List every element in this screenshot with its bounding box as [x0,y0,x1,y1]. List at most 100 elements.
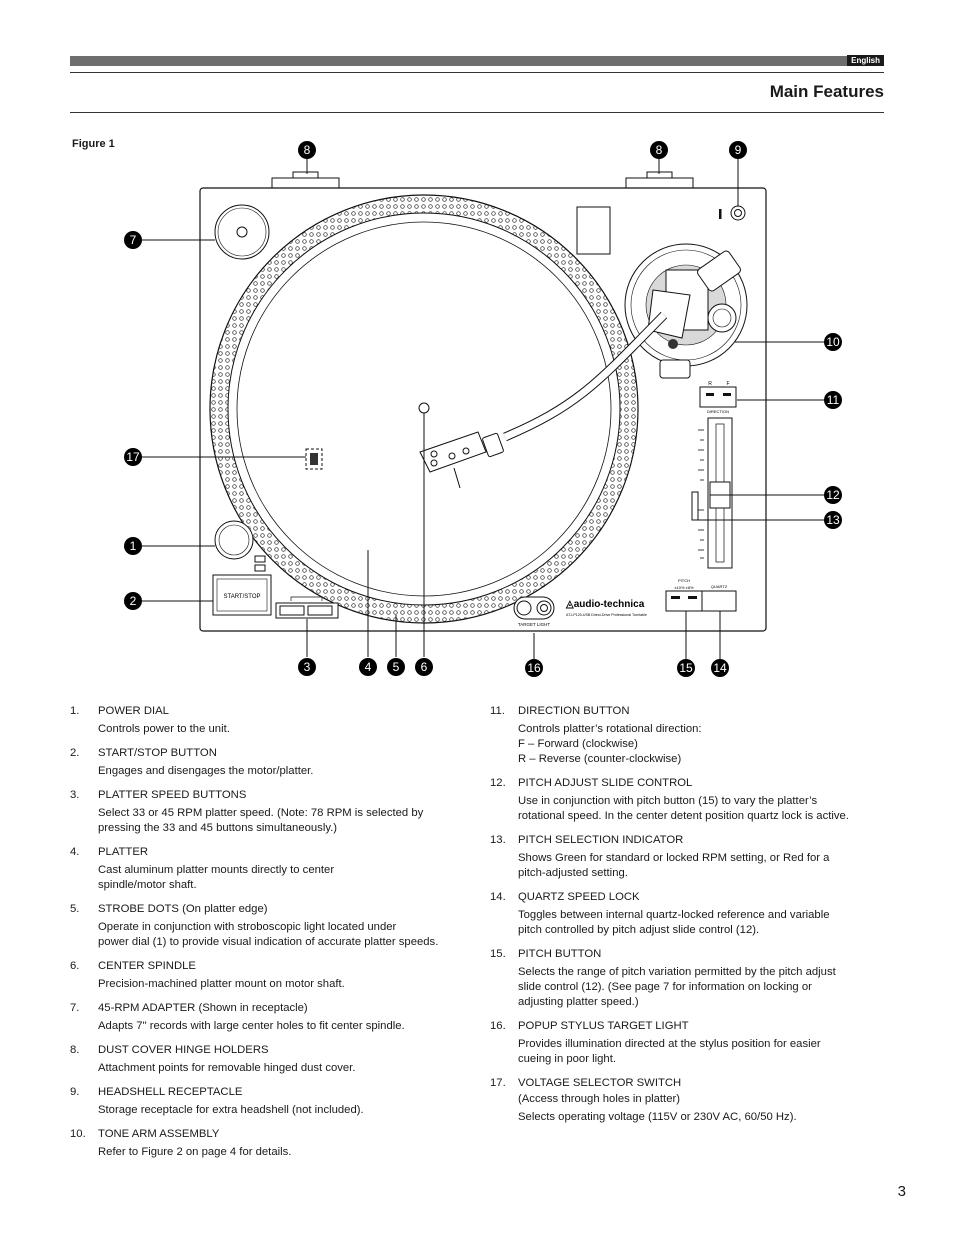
feature-description: Attachment points for removable hinged d… [98,1062,356,1074]
feature-description: pitch controlled by pitch adjust slide c… [518,924,760,936]
callout-17: 17 [124,448,142,466]
callout-3: 3 [298,658,316,676]
speed-buttons [275,596,339,619]
svg-text:14: 14 [713,661,727,675]
svg-text:13: 13 [826,513,840,527]
feature-description: Precision-machined platter mount on moto… [98,978,345,990]
feature-number: 12. [490,777,506,789]
model-line: AT-LP120-USB Direct-Drive Professional T… [566,613,647,617]
svg-text:16: 16 [527,661,541,675]
callout-10: 10 [824,333,842,351]
callout-5: 5 [387,658,405,676]
power-dial [214,520,266,572]
figure-label: Figure 1 [72,138,115,150]
svg-text:12: 12 [826,488,840,502]
feature-item: 5.STROBE DOTS (On platter edge)Operate i… [70,902,470,950]
feature-description: Controls power to the unit. [98,723,230,735]
feature-description: slide control (12). (See page 7 for info… [518,981,812,993]
pitch-adjust-slider [698,417,733,569]
pitch-button: PITCH ±10% ±8% [665,578,703,612]
feature-description: cueing in poor light. [518,1053,616,1065]
feature-title: POWER DIAL [98,705,169,717]
feature-description: Toggles between internal quartz-locked r… [518,909,830,921]
feature-item: 8. DUST COVER HINGE HOLDERS Attachment poi… [70,1043,470,1076]
direction-label: DIRECTION [707,409,729,414]
feature-title: PITCH BUTTON [518,948,602,960]
feature-description: Use in conjunction with pitch button (15… [518,795,818,807]
svg-text:17: 17 [126,450,140,464]
quartz-button: QUARTZ [701,584,737,612]
feature-title: DIRECTION BUTTON [518,705,630,717]
cartridge-holder [576,206,611,255]
feature-number: 5. [70,903,80,915]
feature-description: R – Reverse (counter-clockwise) [518,753,682,765]
feature-number: 13. [490,834,506,846]
feature-subtitle: (Access through holes in platter) [518,1093,681,1105]
callout-1: 1 [124,537,142,555]
feature-title: VOLTAGE SELECTOR SWITCH [518,1077,682,1089]
section-title: Main Features [769,82,884,101]
svg-text:15: 15 [679,661,693,675]
callout-6: 6 [415,658,433,676]
direction-r-label: R [708,381,712,387]
pitch-indicator [691,491,699,521]
callout-7: 7 [124,231,142,249]
start-stop-label: START/STOP [223,594,260,600]
pitch-label: PITCH [678,578,690,583]
feature-description: F – Forward (clockwise) [518,738,638,750]
feature-number: 16. [490,1020,506,1032]
headshell-receptacle [719,205,746,221]
callout-15: 15 [677,659,695,677]
callout-13: 13 [824,511,842,529]
svg-text:2: 2 [130,594,137,608]
feature-title: HEADSHELL RECEPTACLE [98,1086,243,1098]
feature-number: 1. [70,705,80,717]
callout-8-right: 8 [650,141,668,159]
feature-number: 17. [490,1077,506,1089]
svg-text:8: 8 [304,143,311,157]
voltage-selector-switch [305,448,323,470]
quartz-label: QUARTZ [711,584,728,589]
feature-item: 1. POWER DIAL Controls power to the unit. [70,704,470,737]
feature-number: 14. [490,891,506,903]
callout-9: 9 [729,141,747,159]
feature-description: Selects the range of pitch variation per… [518,966,836,978]
feature-title: CENTER SPINDLE [98,960,196,972]
feature-description: Shows Green for standard or locked RPM s… [518,852,830,864]
feature-title: 45-RPM ADAPTER (Shown in receptacle) [98,1002,308,1014]
callout-8-left: 8 [298,141,316,159]
feature-list-left: 1. POWER DIAL Controls power to the unit. 2… [70,704,470,1169]
direction-button: R F DIRECTION [699,381,737,414]
feature-number: 6. [70,960,80,972]
svg-text:10: 10 [826,335,840,349]
feature-description: Refer to Figure 2 on page 4 for details. [98,1146,292,1158]
callout-4: 4 [359,658,377,676]
feature-description: pressing the 33 and 45 buttons simultane… [98,822,338,834]
tone-arm [482,311,668,458]
feature-description: Storage receptacle for extra headshell (… [98,1104,364,1116]
feature-item: 7.45-RPM ADAPTER (Shown in receptacle)Ad… [70,1001,470,1034]
callout-16: 16 [525,659,543,677]
language-tag: English [847,55,884,66]
header-rule [70,72,884,73]
target-light: TARGET LIGHT [513,596,555,627]
brand-logo: ◬audio-technica [565,599,645,610]
feature-number: 8. [70,1044,80,1056]
feature-number: 2. [70,747,80,759]
feature-description: pitch-adjusted setting. [518,867,628,879]
feature-title: DUST COVER HINGE HOLDERS [98,1044,269,1056]
svg-text:8: 8 [656,143,663,157]
feature-description: Cast aluminum platter mounts directly to… [98,864,335,876]
callout-14: 14 [711,659,729,677]
feature-title: PLATTER SPEED BUTTONS [98,789,247,801]
svg-text:1: 1 [130,539,137,553]
headshell [419,431,487,489]
feature-description: Controls platter’s rotational direction: [518,723,702,735]
